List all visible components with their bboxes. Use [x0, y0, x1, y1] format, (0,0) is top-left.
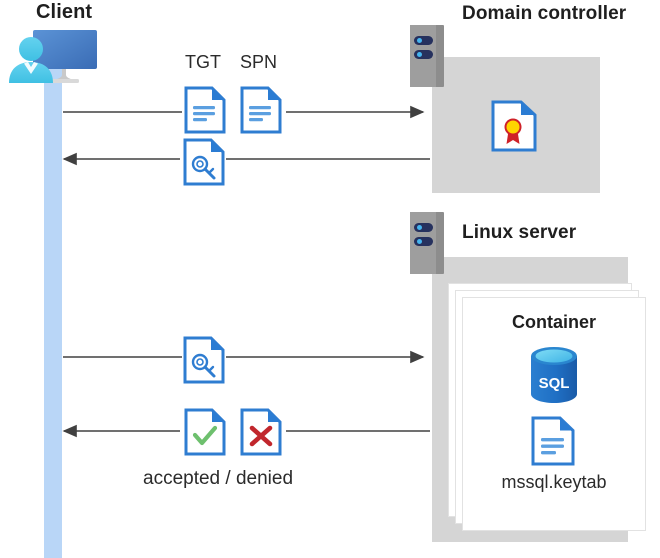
- server-rack-icon-linux: [410, 212, 444, 274]
- sql-label: SQL: [539, 375, 570, 392]
- sql-database-icon: SQL: [525, 344, 583, 406]
- certificate-icon: [491, 100, 537, 152]
- denied-document-icon: [240, 408, 282, 456]
- container-card: Container SQL: [462, 297, 646, 531]
- client-workstation-icon: [6, 22, 104, 84]
- label-spn: SPN: [240, 52, 278, 72]
- document-icon-tgt: [184, 86, 226, 134]
- key-document-icon-linux: [183, 336, 225, 384]
- document-icon-spn: [240, 86, 282, 134]
- server-rack-icon-dc: [410, 25, 444, 87]
- label-accepted-denied: accepted / denied: [143, 468, 294, 489]
- page-title-domain-controller: Domain controller: [462, 3, 627, 24]
- keytab-filename: mssql.keytab: [501, 472, 607, 492]
- client-lifeline: [44, 60, 62, 558]
- keytab-document-icon: [531, 416, 575, 466]
- page-title-linux-server: Linux server: [462, 222, 577, 243]
- key-document-icon-dc: [183, 138, 225, 186]
- accepted-document-icon: [184, 408, 226, 456]
- container-title: Container: [511, 312, 596, 332]
- label-tgt: TGT: [185, 52, 221, 72]
- page-title-client: Client: [36, 1, 93, 23]
